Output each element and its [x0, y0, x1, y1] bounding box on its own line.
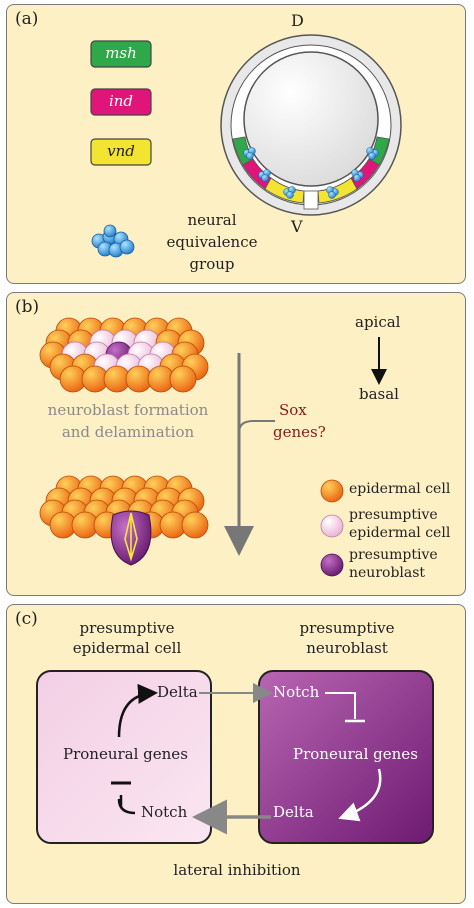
epidermal-cell [169, 365, 197, 393]
right-notch-label: Notch [273, 683, 320, 701]
panel-c-graphics [36, 670, 434, 844]
panel-b: (b) [6, 292, 466, 596]
legend-neuroblast-line-2: neuroblast [349, 565, 426, 581]
panel-c-label: (c) [15, 609, 38, 629]
gene-box-vnd [90, 138, 152, 166]
legend-presumptive-epidermal-line-2: epidermal cell [349, 525, 451, 541]
gene-label-vnd: vnd [107, 142, 135, 160]
panel-b-label: (b) [15, 297, 40, 317]
left-delta-label: Delta [157, 683, 198, 701]
process-label-line-1: neuroblast formation [47, 401, 209, 419]
right-title-line-1: presumptive [299, 619, 395, 637]
left-title-line-1: presumptive [79, 619, 175, 637]
right-delta-label: Delta [273, 803, 314, 821]
gene-box-msh [90, 40, 152, 68]
cluster-label-line-2: equivalence [166, 233, 258, 251]
right-proneural-label: Proneural genes [293, 745, 418, 763]
legend-epidermal-cell: epidermal cell [349, 481, 451, 497]
neuroblast-box [258, 670, 434, 844]
gene-label-ind: ind [108, 92, 134, 110]
panel-a-label: (a) [15, 9, 39, 29]
sox-label-line-2: genes? [273, 423, 326, 441]
ventral-label: V [291, 217, 303, 236]
panel-a: (a) [6, 4, 466, 284]
panel-c: (c) presumptive epidermal cell presumpti… [6, 604, 466, 904]
epithelium-before-delamination [39, 317, 209, 393]
legend-presumptive-epidermal-line-1: presumptive [349, 507, 438, 523]
neural-cluster-icon [91, 224, 135, 258]
right-title-line-2: neuroblast [306, 639, 388, 657]
cluster-label-line-1: neural [187, 211, 237, 229]
left-proneural-label: Proneural genes [63, 745, 188, 763]
right-proneural-to-delta-arrow [338, 768, 382, 822]
basal-label: basal [359, 385, 399, 403]
epidermal-cell-box [36, 670, 212, 844]
mitotic-spindle [124, 512, 138, 562]
legend-neuroblast-swatch [320, 553, 344, 577]
left-notch-label: Notch [141, 803, 188, 821]
cluster-label-line-3: group [189, 255, 235, 273]
right-notch-line [325, 692, 356, 719]
left-proneural-to-delta-arrow [117, 683, 158, 738]
panel-a-graphics [90, 34, 402, 258]
left-title-line-2: epidermal cell [72, 639, 182, 657]
panel-b-graphics [39, 317, 387, 577]
gene-box-ind [90, 88, 152, 116]
process-label-line-2: and delamination [61, 423, 195, 441]
gene-label-msh: msh [105, 44, 137, 62]
left-notch-curve [117, 798, 136, 815]
legend-presumptive-epidermal-swatch [320, 514, 344, 538]
apical-label: apical [355, 313, 401, 331]
legend-neuroblast-line-1: presumptive [349, 547, 438, 563]
sox-label-line-1: Sox [279, 401, 307, 419]
sox-bracket [238, 420, 275, 434]
legend-epidermal-cell-swatch [320, 479, 344, 503]
dorsal-label: D [291, 11, 304, 30]
epithelium-during-delamination [39, 475, 209, 566]
lateral-inhibition-label: lateral inhibition [173, 861, 301, 879]
epidermal-cell [181, 511, 209, 539]
embryo-cross-section [220, 34, 402, 216]
